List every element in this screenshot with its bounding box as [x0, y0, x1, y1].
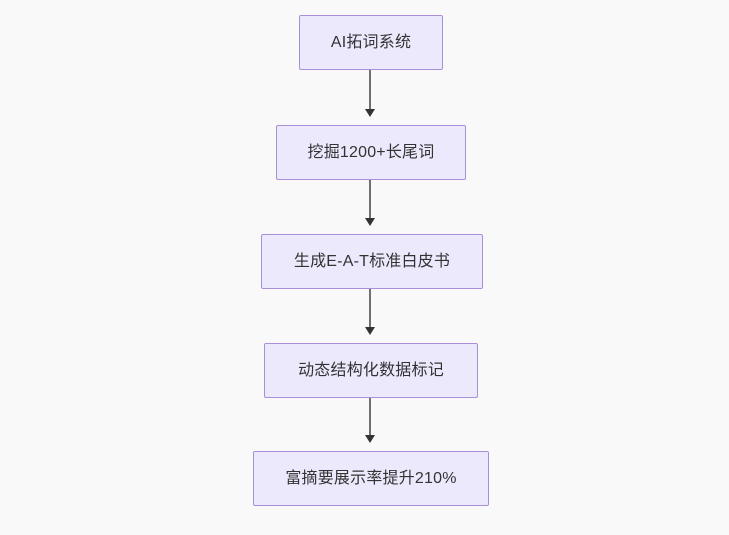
- flow-node-label: 生成E-A-T标准白皮书: [293, 252, 451, 270]
- flow-edge-line: [369, 289, 371, 328]
- flow-edge-arrowhead-icon: [365, 327, 375, 335]
- flow-edge-arrowhead-icon: [365, 109, 375, 117]
- flow-node-label: AI拓词系统: [330, 33, 412, 51]
- flow-node-label: 富摘要展示率提升210%: [285, 469, 457, 487]
- flow-node-label: 动态结构化数据标记: [298, 361, 444, 379]
- flow-node-dynamic-structured-data[interactable]: 动态结构化数据标记: [264, 343, 478, 398]
- flow-node-generate-eat-whitepaper[interactable]: 生成E-A-T标准白皮书: [261, 234, 483, 289]
- flow-node-label: 挖掘1200+长尾词: [307, 143, 435, 161]
- flow-node-ai-keyword-system[interactable]: AI拓词系统: [299, 15, 443, 70]
- flow-node-mine-longtail-keywords[interactable]: 挖掘1200+长尾词: [276, 125, 466, 180]
- flow-edge-arrowhead-icon: [365, 435, 375, 443]
- flow-node-rich-snippet-uplift[interactable]: 富摘要展示率提升210%: [253, 451, 489, 506]
- flow-edge-line: [369, 180, 371, 219]
- flow-edge-line: [369, 398, 371, 436]
- flow-edge-arrowhead-icon: [365, 218, 375, 226]
- flow-edge-line: [369, 70, 371, 110]
